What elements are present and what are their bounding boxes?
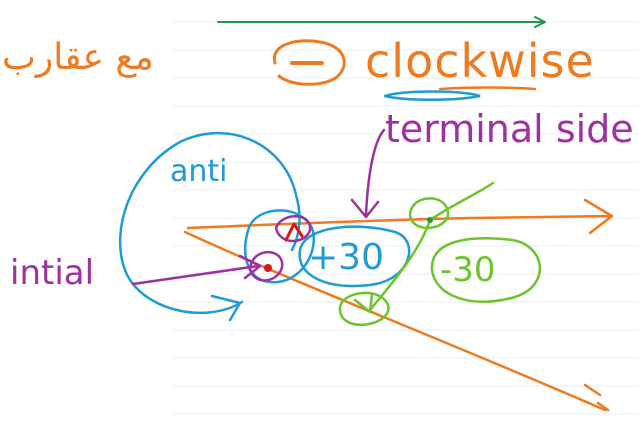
initial-label: intial — [10, 253, 95, 293]
green-arrowhead-bottom — [353, 293, 374, 314]
terminal-side-ray — [183, 230, 610, 412]
terminal-side-pointer — [350, 128, 386, 219]
red-angle-mark — [284, 222, 304, 242]
clockwise-label: clockwise — [365, 34, 595, 88]
initial-side-ray — [186, 198, 614, 235]
ruled-lines — [172, 21, 639, 415]
arabic-clockwise-label: مع عقارب — [2, 37, 154, 78]
anti-clockwise-loop — [118, 131, 301, 315]
vertex-point — [264, 264, 272, 272]
anti-arrowhead — [210, 294, 242, 322]
terminal-side-label: terminal side — [385, 107, 634, 151]
vertex-blue-circle — [243, 209, 315, 284]
green-dot-top — [427, 217, 433, 223]
vertex-purple-circle — [248, 250, 284, 282]
underline-blue — [383, 90, 481, 101]
green-circle-top — [408, 197, 450, 230]
anti-label: anti — [170, 154, 228, 189]
top-arrow — [217, 16, 546, 28]
plus30-circle — [298, 225, 411, 288]
initial-pointer — [131, 254, 262, 286]
underline-orange — [438, 86, 537, 91]
green-circle-bottom — [338, 291, 390, 327]
minus30-label: -30 — [440, 250, 496, 290]
minus30-circle — [430, 237, 542, 304]
plus30-label: +30 — [308, 237, 384, 278]
minus-circle — [272, 39, 346, 86]
